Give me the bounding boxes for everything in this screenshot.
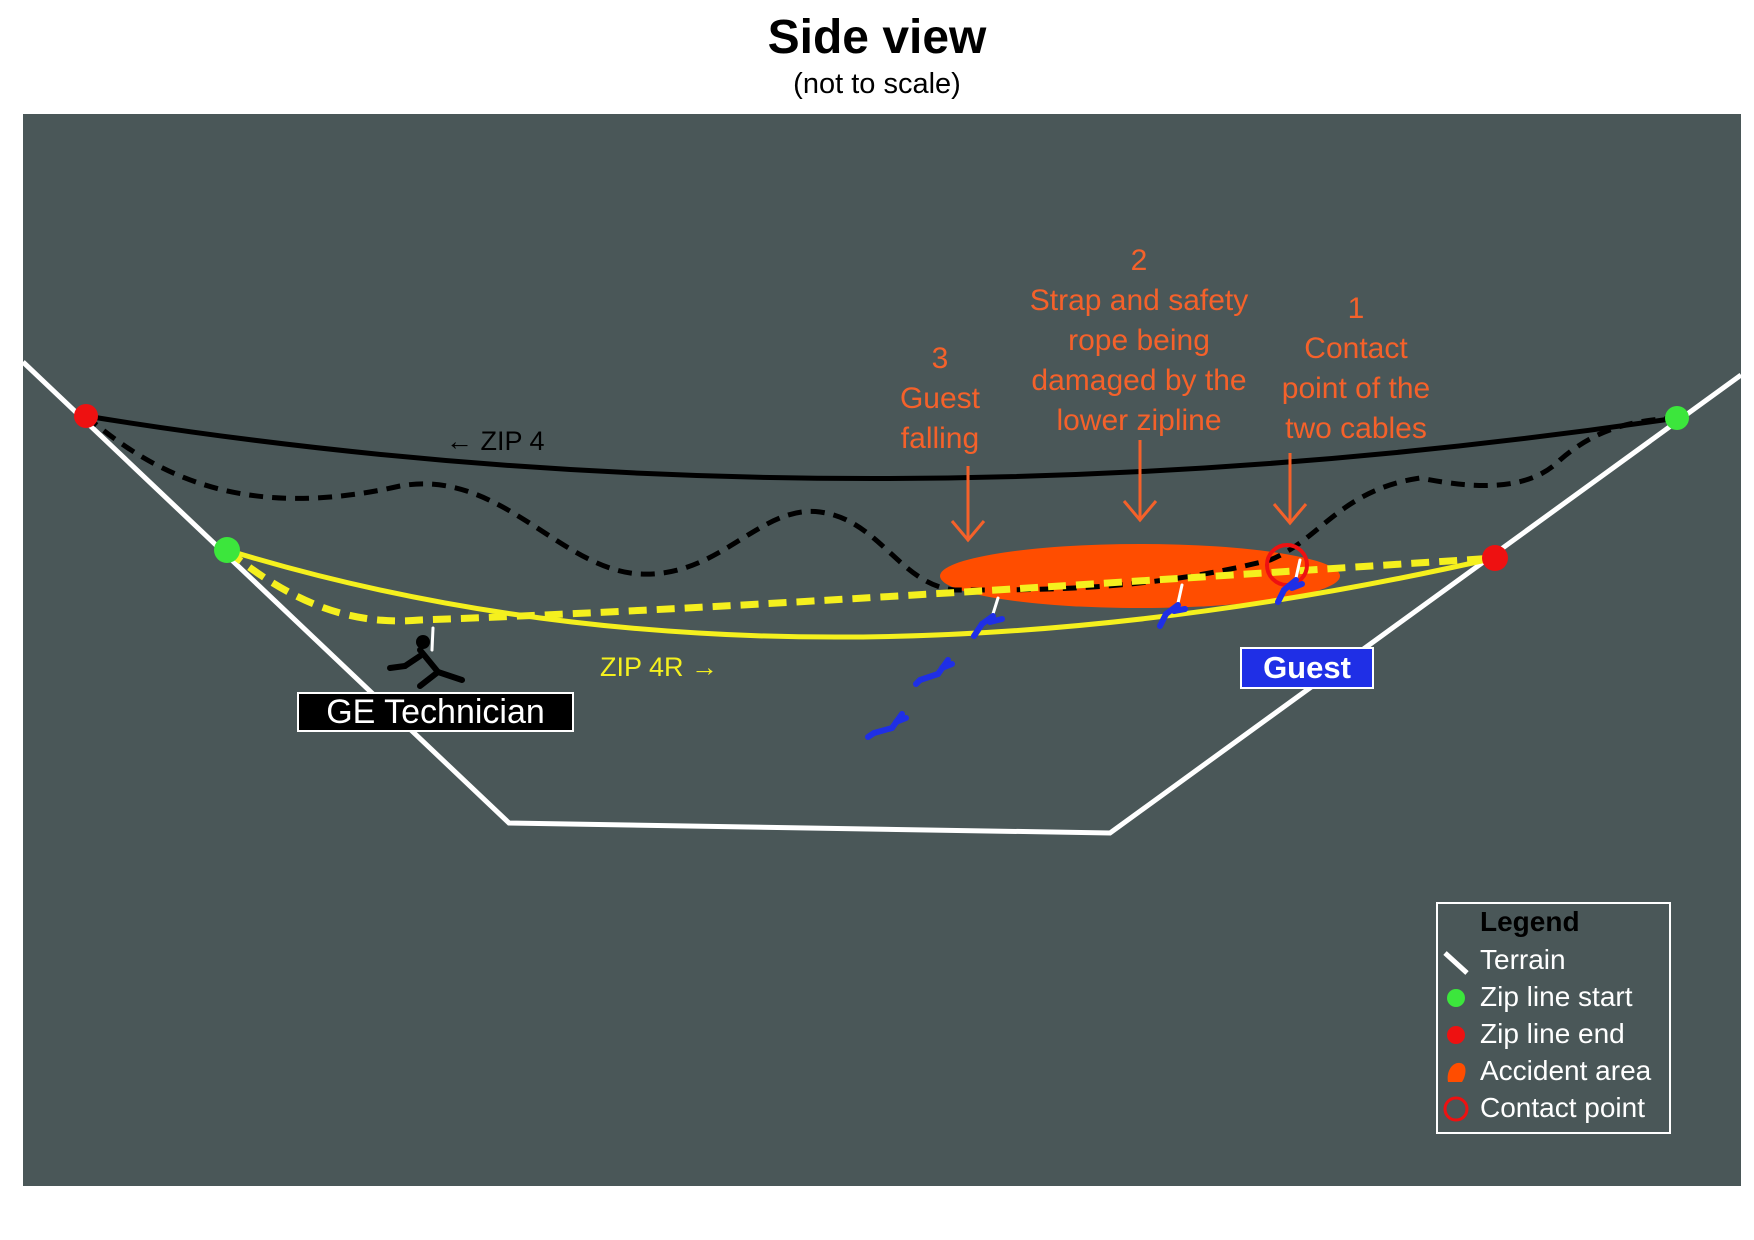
annotation-1-line-1: Contact	[1304, 332, 1408, 365]
terrain-line	[21, 360, 1743, 836]
legend: Legend Terrain Zip line start Zip line e…	[1436, 902, 1671, 1134]
guest-falling-figure-icon	[913, 657, 955, 687]
guest-figure-icon	[1275, 558, 1305, 605]
annotation-arrow-3	[950, 466, 986, 543]
zip4-label: ← ZIP 4	[446, 426, 545, 456]
legend-item-terrain: Terrain	[1480, 944, 1566, 975]
annotation-arrow-1	[1272, 453, 1308, 526]
zip4-cable	[85, 413, 1678, 481]
page-subtitle: (not to scale)	[793, 68, 961, 100]
annotation-1-line-3: two cables	[1285, 412, 1427, 445]
zip4r-label: ZIP 4R →	[600, 652, 718, 682]
guest-falling-figure-icon	[1157, 583, 1188, 629]
annotation-2-line-3: damaged by the	[1031, 364, 1246, 397]
guest-falling-figure-icon	[971, 596, 1005, 639]
annotation-arrow-2	[1122, 440, 1158, 523]
legend-item-contact: Contact point	[1480, 1092, 1645, 1123]
annotation-1-number: 1	[1348, 292, 1365, 325]
zip4r-cable	[226, 547, 1496, 640]
contact-point-icon	[1443, 1096, 1469, 1122]
page-title: Side view	[767, 11, 987, 64]
annotation-2-line-1: Strap and safety	[1030, 284, 1248, 317]
annotation-2-line-2: rope being	[1068, 324, 1210, 357]
terrain-legend-icon	[1443, 951, 1469, 975]
legend-item-accident: Accident area	[1480, 1055, 1652, 1086]
annotation-1-line-2: point of the	[1282, 372, 1430, 405]
accident-area-icon	[1447, 1062, 1466, 1082]
annotation-3-number: 3	[932, 342, 949, 375]
annotation-3: 3 Guest falling	[900, 342, 981, 455]
zip4r-end-point	[1482, 545, 1508, 571]
annotation-2-line-4: lower zipline	[1056, 404, 1221, 437]
annotation-3-line-2: falling	[901, 422, 979, 455]
zip4-end-point	[74, 404, 98, 428]
guest-falling-figure-icon	[865, 711, 909, 740]
zip4r-dashed-cable	[224, 547, 1496, 625]
annotation-3-line-1: Guest	[900, 382, 981, 415]
legend-item-start: Zip line start	[1480, 981, 1633, 1012]
zip4r-start-point	[214, 537, 240, 563]
annotation-1: 1 Contact point of the two cables	[1282, 292, 1430, 445]
legend-item-end: Zip line end	[1480, 1018, 1625, 1049]
annotation-2: 2 Strap and safety rope being damaged by…	[1030, 244, 1248, 437]
zip4-start-point	[1665, 406, 1689, 430]
zip4-dashed-cable	[84, 414, 1678, 593]
technician-label: GE Technician	[297, 692, 574, 732]
guest-label: Guest	[1240, 647, 1374, 689]
green-dot-icon	[1447, 989, 1465, 1007]
technician-figure-icon	[387, 626, 465, 689]
red-dot-icon	[1447, 1026, 1465, 1044]
annotation-2-number: 2	[1131, 244, 1148, 277]
legend-title: Legend	[1480, 906, 1580, 937]
accident-area	[940, 544, 1340, 608]
